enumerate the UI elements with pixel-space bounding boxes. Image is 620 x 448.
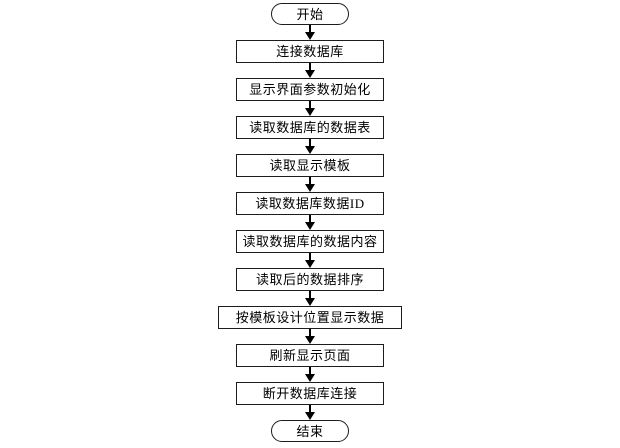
arrowhead-icon	[305, 374, 315, 382]
arrowhead-icon	[305, 32, 315, 40]
flow-node-refresh-display-page: 刷新显示页面	[236, 344, 384, 367]
flow-node-sort-read-data: 读取后的数据排序	[236, 268, 384, 291]
flow-node-read-display-template: 读取显示模板	[236, 154, 384, 177]
arrow-stem	[309, 253, 311, 260]
flow-node-disconnect-database: 断开数据库连接	[236, 382, 384, 405]
flow-node-start: 开始	[271, 3, 349, 25]
arrow-down-icon	[305, 101, 315, 116]
arrow-stem	[309, 329, 311, 336]
arrow-stem	[309, 215, 311, 222]
arrow-stem	[309, 291, 311, 298]
flow-node-read-db-data-content: 读取数据库的数据内容	[236, 230, 384, 253]
flow-node-connect-database: 连接数据库	[236, 40, 384, 63]
arrowhead-icon	[305, 412, 315, 420]
arrow-stem	[309, 139, 311, 146]
arrowhead-icon	[305, 70, 315, 78]
arrow-down-icon	[305, 253, 315, 268]
arrow-down-icon	[305, 215, 315, 230]
arrowhead-icon	[305, 222, 315, 230]
arrow-down-icon	[305, 405, 315, 420]
flow-node-init-ui-params: 显示界面参数初始化	[236, 78, 384, 101]
arrowhead-icon	[305, 260, 315, 268]
arrowhead-icon	[305, 108, 315, 116]
arrowhead-icon	[305, 336, 315, 344]
arrow-down-icon	[305, 63, 315, 78]
flow-node-read-db-data-id: 读取数据库数据ID	[236, 192, 384, 215]
arrow-stem	[309, 405, 311, 412]
arrowhead-icon	[305, 298, 315, 306]
arrow-stem	[309, 177, 311, 184]
flow-node-read-db-tables: 读取数据库的数据表	[236, 116, 384, 139]
arrow-down-icon	[305, 25, 315, 40]
arrow-down-icon	[305, 177, 315, 192]
arrow-stem	[309, 63, 311, 70]
arrow-stem	[309, 367, 311, 374]
arrowhead-icon	[305, 184, 315, 192]
arrow-stem	[309, 101, 311, 108]
arrow-down-icon	[305, 367, 315, 382]
flow-node-display-data-by-template: 按模板设计位置显示数据	[218, 306, 402, 329]
arrow-stem	[309, 25, 311, 32]
flow-node-end: 结束	[271, 420, 349, 442]
arrow-down-icon	[305, 291, 315, 306]
arrow-down-icon	[305, 329, 315, 344]
arrow-down-icon	[305, 139, 315, 154]
arrowhead-icon	[305, 146, 315, 154]
